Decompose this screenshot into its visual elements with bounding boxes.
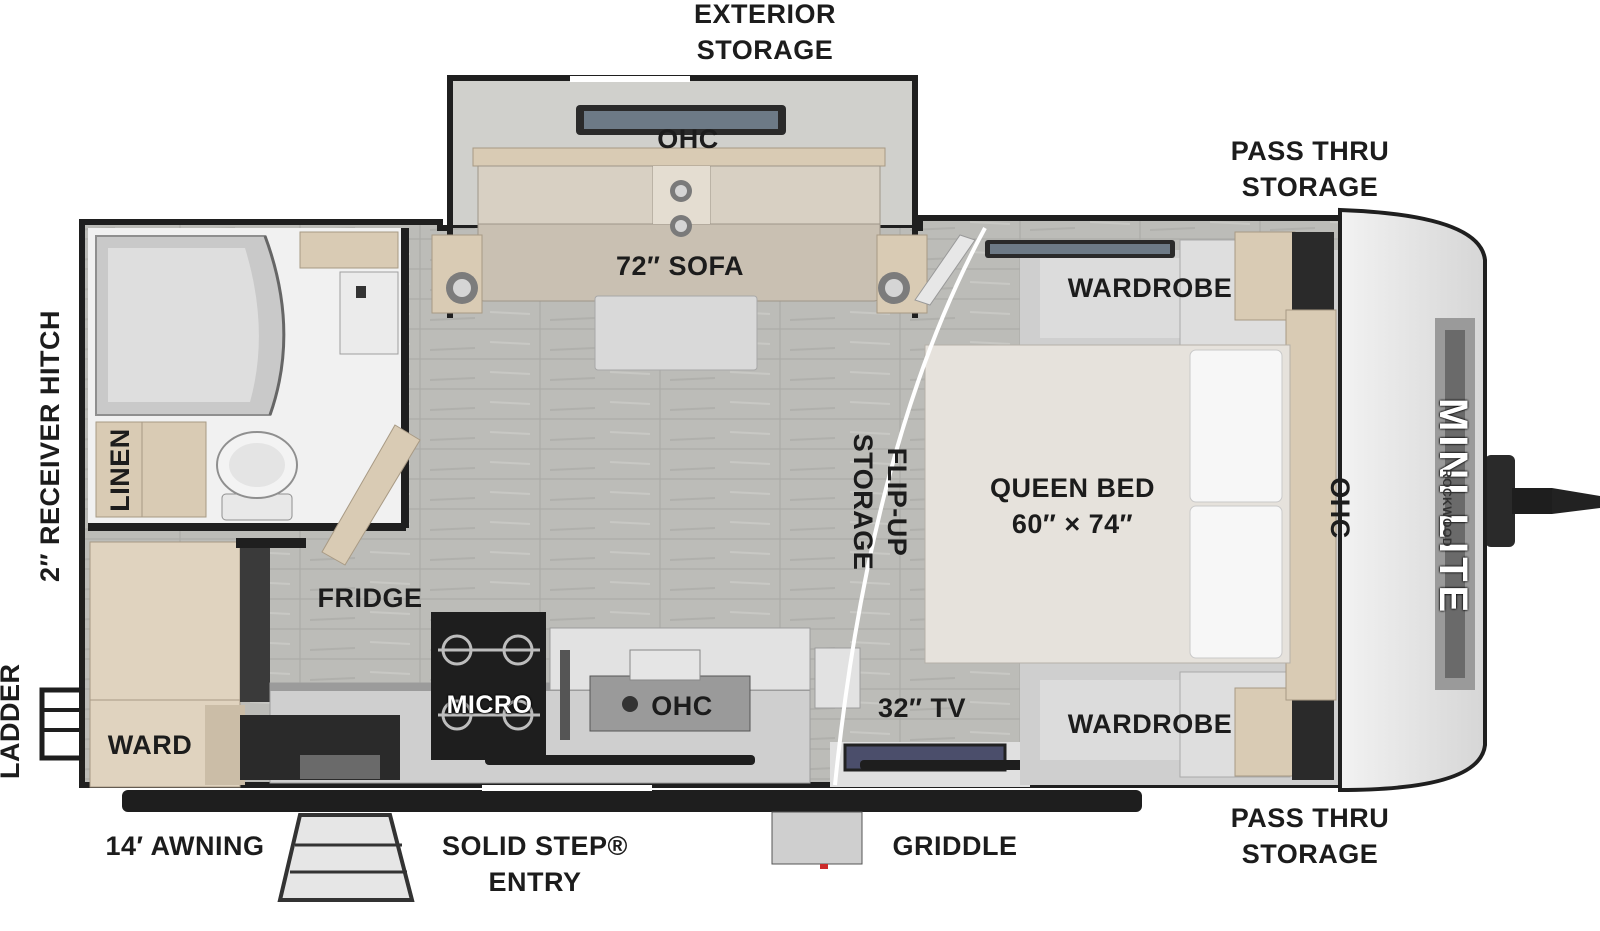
tv-counter [830,742,1070,787]
bedroom [924,231,1340,785]
label-ladder: LADDER [0,663,25,780]
rear-wardrobe [89,541,245,788]
fridge-unit [236,538,306,702]
label-sofa: 72″ SOFA [616,251,744,281]
label-wardrobe-bottom: WARDROBE [1067,709,1233,739]
flip-up-storage-arc [833,227,987,786]
label-awning: 14′ AWNING [105,831,265,861]
hitch-coupler [1485,455,1600,547]
label-ohc-slideout: OHC [657,124,719,154]
label-fridge: FRIDGE [317,583,423,613]
bathroom-door [321,424,421,566]
label-wardrobe-top: WARDROBE [1067,273,1233,303]
kitchen-counter [240,612,861,784]
label-micro: MICRO [446,691,533,719]
awning-rail [122,785,1142,812]
label-ohc-front: OHC [1325,477,1355,539]
ladder [39,687,85,761]
label-tv: 32″ TV [878,693,966,723]
bathroom [88,228,409,531]
sofa-slideout [431,75,928,371]
brand-maker-text: ROCKWOOD [1440,469,1454,547]
front-cap [1338,207,1487,793]
label-griddle: GRIDDLE [892,831,1018,861]
label-receiver-hitch: 2″ RECEIVER HITCH [35,310,65,582]
label-ohc-kitchen: OHC [651,691,713,721]
entry-step [277,813,415,902]
label-ward: WARD [107,730,193,760]
label-linen: LINEN [105,428,135,512]
griddle-unit [771,811,863,869]
label-solid-step-entry: SOLID STEP®ENTRY [442,831,628,897]
